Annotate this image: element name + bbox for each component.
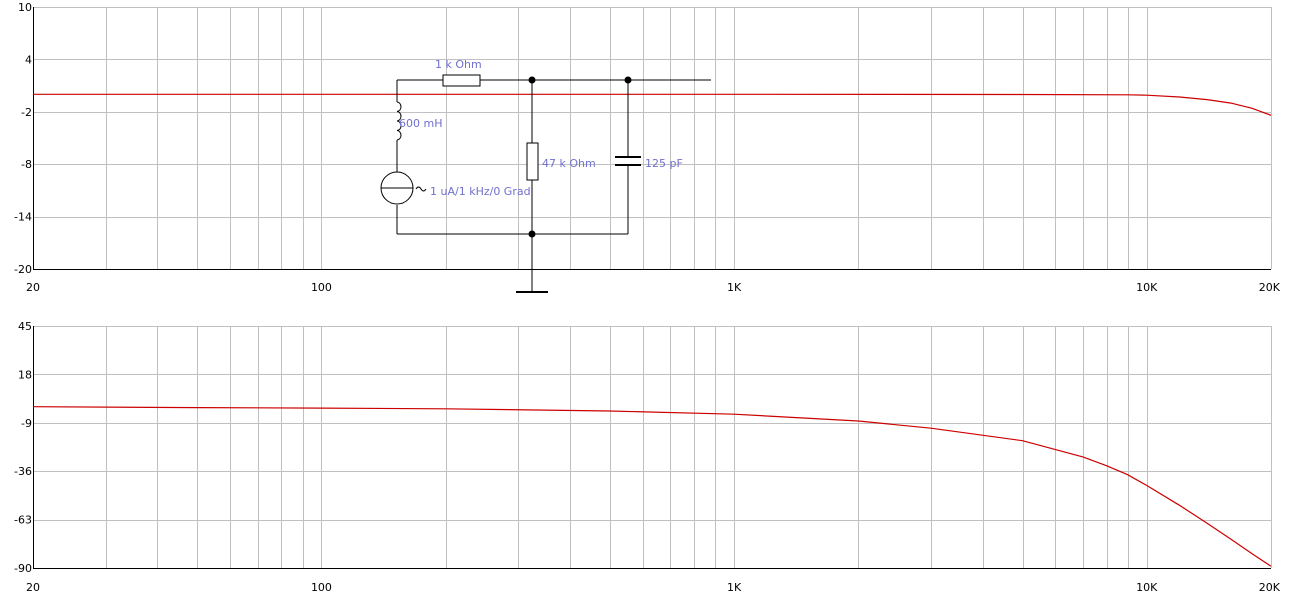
x-tick-label: 1K xyxy=(727,281,742,294)
r1-label: 1 k Ohm xyxy=(435,58,482,71)
y-tick-label: -36 xyxy=(14,465,32,478)
resistor-r1 xyxy=(442,74,481,87)
resistor-r2 xyxy=(526,142,539,181)
inductor-l1 xyxy=(396,101,402,141)
phase-chart: 45 18 -9 -36 -63 -90 20 100 1K 10K 20K xyxy=(14,320,1281,594)
junction-dot xyxy=(624,76,632,84)
x-tick-label: 20K xyxy=(1259,281,1281,294)
y-tick-label: -63 xyxy=(14,514,32,527)
x-tick-label: 100 xyxy=(311,281,332,294)
y-tick-label: -90 xyxy=(14,562,32,575)
series-line xyxy=(33,93,1272,116)
x-tick-label: 10K xyxy=(1136,281,1158,294)
c1-label: 125 pF xyxy=(645,157,683,170)
y-tick-label: -20 xyxy=(14,263,32,276)
capacitor-c1 xyxy=(615,156,641,166)
l1-label: 600 mH xyxy=(399,117,442,130)
junction-dot xyxy=(528,76,536,84)
y-tick-label: 18 xyxy=(18,368,32,381)
y-tick-label: 10 xyxy=(18,1,32,14)
source-label: 1 uA/1 kHz/0 Grad xyxy=(430,185,531,198)
junction-dot xyxy=(528,230,536,238)
y-tick-label: -14 xyxy=(14,211,32,224)
y-tick-label: -2 xyxy=(21,106,32,119)
r2-label: 47 k Ohm xyxy=(542,157,596,170)
x-tick-label: 10K xyxy=(1136,581,1158,594)
x-tick-label: 20K xyxy=(1259,581,1281,594)
current-source xyxy=(380,171,427,205)
y-tick-label: -9 xyxy=(21,417,32,430)
x-tick-label: 20 xyxy=(26,281,40,294)
series-line xyxy=(32,406,1272,567)
x-tick-label: 1K xyxy=(727,581,742,594)
magnitude-chart: 10 4 -2 -8 -14 -20 20 100 1K 10K 20K xyxy=(14,1,1281,294)
circuit-schematic: 1 k Ohm 600 mH 1 uA/1 kHz/0 Grad 47 k Oh… xyxy=(380,58,711,293)
x-tick-label: 20 xyxy=(26,581,40,594)
y-tick-label: 4 xyxy=(25,53,32,66)
y-tick-label: -8 xyxy=(21,158,32,171)
x-tick-label: 100 xyxy=(311,581,332,594)
y-tick-label: 45 xyxy=(18,320,32,333)
